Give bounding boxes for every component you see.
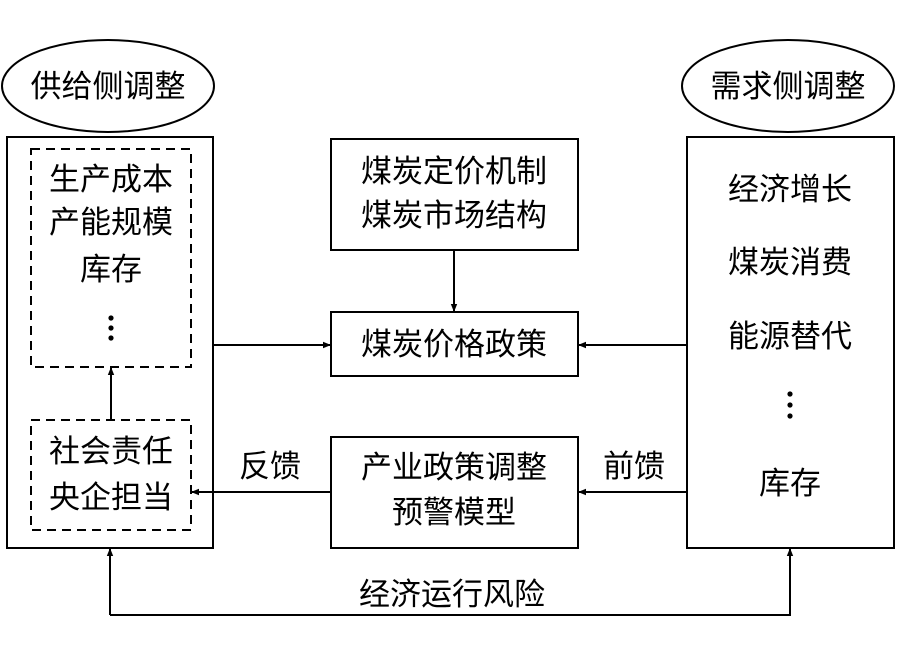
policy-adjustment-line: 产业政策调整 [361, 450, 547, 486]
price-policy-box: 煤炭价格政策 [330, 311, 579, 377]
supply-side-ellipse: 供给侧调整 [1, 39, 215, 133]
feedforward-label: 前馈 [603, 449, 665, 485]
supply-box: 生产成本 产能规模 库存 社会责任 央企担当 [6, 136, 214, 549]
risk-to-demand-arrow [110, 548, 794, 616]
demand-side-label: 需求侧调整 [711, 69, 866, 105]
vertical-ellipsis-icon [787, 391, 793, 419]
vertical-ellipsis-icon [108, 315, 114, 341]
pricing-mechanism-line: 煤炭定价机制 [361, 154, 547, 190]
market-structure-line: 煤炭市场结构 [361, 198, 547, 234]
responsibility-item: 社会责任 [49, 434, 173, 470]
demand-box: 经济增长 煤炭消费 能源替代 库存 [686, 136, 895, 549]
warning-model-box: 产业政策调整 预警模型 [330, 436, 579, 549]
economic-risk-label: 经济运行风险 [359, 577, 545, 613]
price-policy-label: 煤炭价格政策 [361, 327, 547, 363]
supply-factor-item: 产能规模 [49, 205, 173, 241]
pricing-mechanism-box: 煤炭定价机制 煤炭市场结构 [330, 138, 579, 251]
demand-factor-item: 能源替代 [728, 319, 852, 355]
warning-model-line: 预警模型 [392, 495, 516, 531]
demand-side-ellipse: 需求侧调整 [681, 39, 895, 133]
demand-factor-item: 煤炭消费 [728, 245, 852, 281]
supply-factor-item: 库存 [80, 252, 142, 288]
demand-factor-item: 经济增长 [728, 172, 852, 208]
responsibility-item: 央企担当 [49, 480, 173, 516]
supply-side-label: 供给侧调整 [31, 69, 186, 105]
feedback-label: 反馈 [239, 449, 301, 485]
demand-factor-item: 库存 [759, 466, 821, 502]
supply-factor-item: 生产成本 [49, 162, 173, 198]
